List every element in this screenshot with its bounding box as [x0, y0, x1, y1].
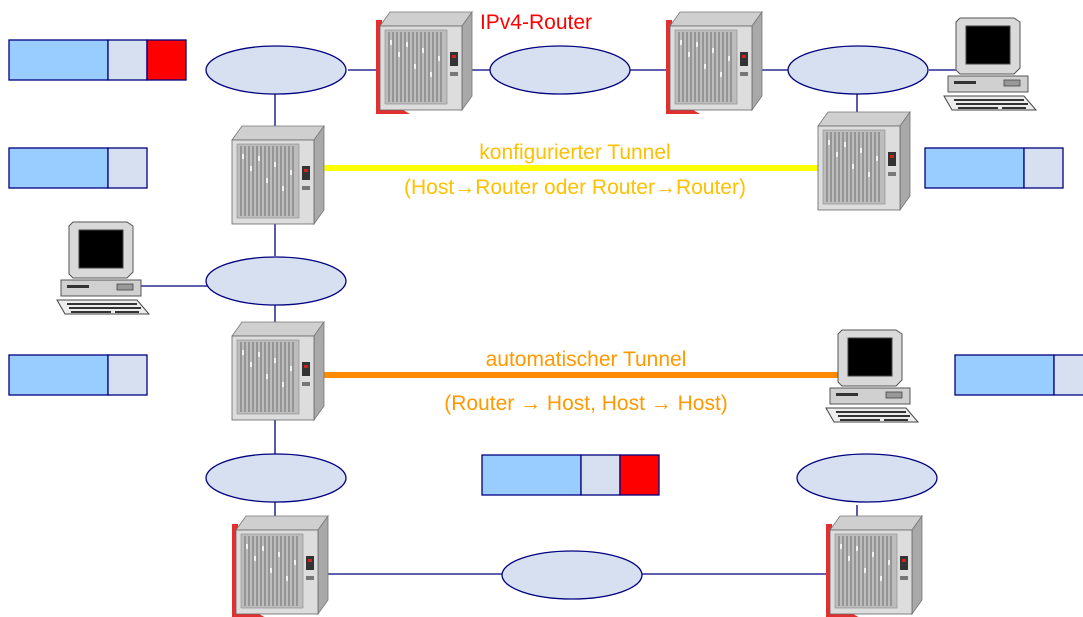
- network-clouds: [205, 45, 938, 600]
- configured-tunnel-detail: (Host→Router oder Router→Router): [404, 176, 746, 199]
- configured-tunnel-label: konfigurierter Tunnel: [479, 141, 670, 164]
- ipv4-router-icon: [666, 12, 762, 114]
- packet-ipv6-header: [1023, 147, 1064, 189]
- host-pc-icon: [825, 329, 919, 423]
- packet-ipv6-payload: [8, 354, 109, 396]
- packet-config-left: [8, 147, 148, 189]
- packet-config-right: [924, 147, 1064, 189]
- network-cloud: [796, 453, 938, 503]
- dual-stack-router-icon: [231, 321, 325, 421]
- network-cloud: [501, 550, 643, 600]
- packet-ipv4-header: [619, 454, 660, 496]
- dual-stack-router-icon: [231, 125, 325, 225]
- dual-stack-router-icon: [817, 111, 911, 211]
- ipv4-router-label: IPv4-Router: [480, 11, 592, 34]
- packet-ipv6-payload: [8, 147, 109, 189]
- ipv4-router-icon: [376, 12, 472, 114]
- packet-auto-left: [8, 354, 148, 396]
- network-cloud: [787, 45, 929, 95]
- automatic-tunnel-detail: (Router → Host, Host → Host): [444, 392, 728, 415]
- packet-ipv4-header: [146, 39, 187, 81]
- host-pc-icon: [943, 17, 1037, 111]
- packet-ipv6-payload: [924, 147, 1025, 189]
- packet-ipv6-payload: [481, 454, 582, 496]
- network-cloud: [489, 45, 631, 95]
- packet-top-left: [8, 39, 187, 81]
- network-cloud: [205, 45, 347, 95]
- packet-ipv6-payload: [954, 354, 1055, 396]
- packet-ipv6-header: [1053, 354, 1083, 396]
- network-cloud: [205, 453, 347, 503]
- packet-ipv6-header: [107, 147, 148, 189]
- packet-auto-right: [954, 354, 1083, 396]
- packet-ipv6-header: [107, 354, 148, 396]
- ipv4-router-icon: [826, 516, 922, 617]
- packet-ipv6-header: [107, 39, 148, 81]
- packet-bottom-center: [481, 454, 660, 496]
- automatic-tunnel-label: automatischer Tunnel: [486, 348, 687, 371]
- ipv4-router-icon: [232, 516, 328, 617]
- packet-ipv6-payload: [8, 39, 109, 81]
- network-cloud: [205, 256, 347, 306]
- host-pc-icon: [56, 221, 150, 315]
- packet-ipv6-header: [580, 454, 621, 496]
